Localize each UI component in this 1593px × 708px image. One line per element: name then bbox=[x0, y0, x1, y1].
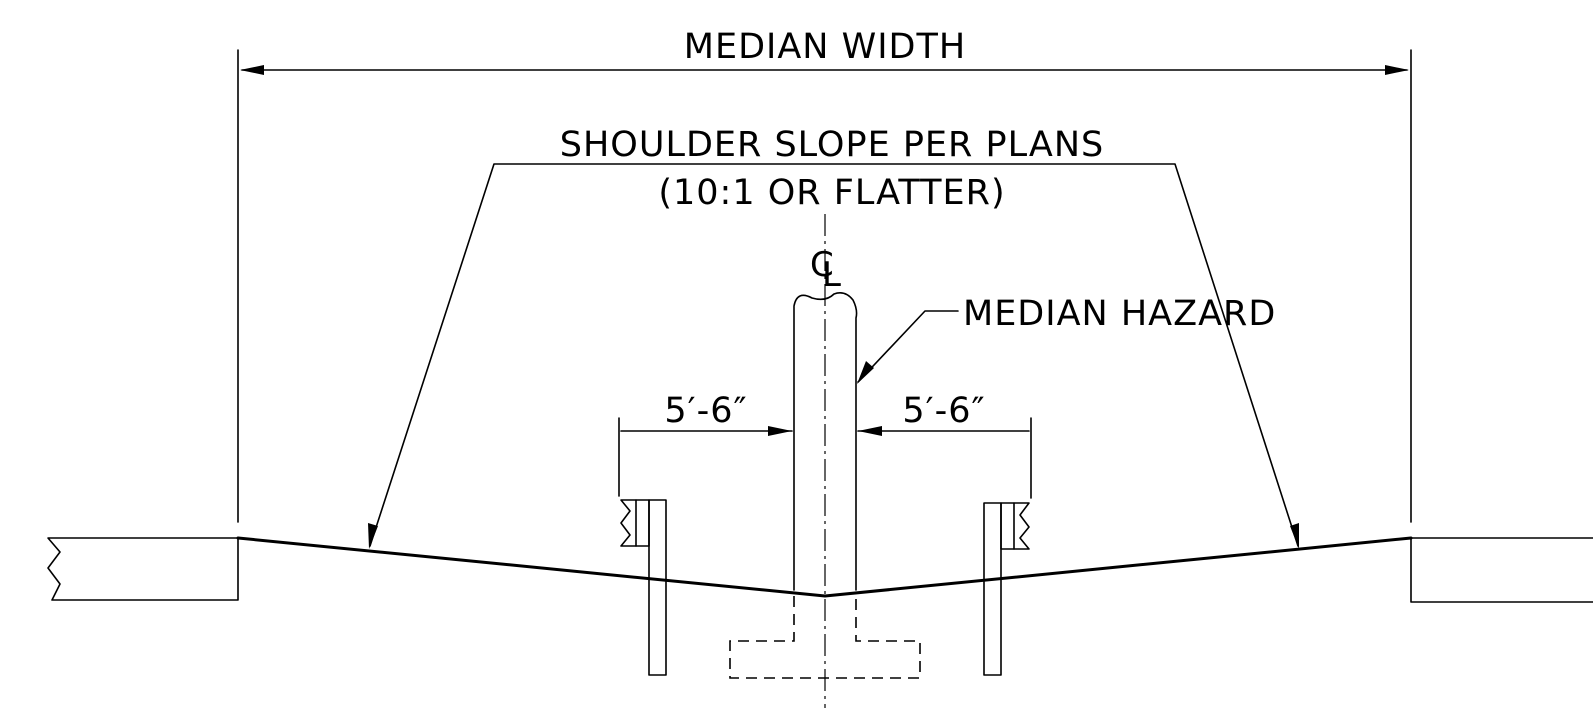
shoulder-slope-label-line2: (10:1 OR FLATTER) bbox=[658, 173, 1005, 213]
centerline-symbol-l: L bbox=[822, 255, 841, 295]
left-offset-label: 5′-6″ bbox=[664, 391, 747, 431]
right-offset-arrowhead bbox=[858, 426, 882, 436]
ground-profile bbox=[47, 536, 1593, 603]
shoulder-slope-label-line1: SHOULDER SLOPE PER PLANS bbox=[560, 125, 1105, 165]
median-width-left-arrowhead bbox=[240, 65, 264, 75]
left-guardrail-w-beam bbox=[620, 499, 637, 547]
right-offset-label: 5′-6″ bbox=[902, 391, 985, 431]
left-guardrail-blockout bbox=[635, 499, 650, 547]
median-hazard-callout: MEDIAN HAZARD bbox=[857, 294, 1276, 384]
left-offset-dimension: 5′-6″ bbox=[618, 391, 793, 497]
left-roadway-edge bbox=[47, 537, 239, 601]
centerline: C L bbox=[810, 214, 841, 708]
right-roadway-edge bbox=[1410, 537, 1593, 603]
right-offset-dimension: 5′-6″ bbox=[857, 391, 1032, 499]
right-guardrail-post bbox=[983, 502, 1002, 676]
median-ground-slope bbox=[236, 536, 1413, 598]
median-width-right-arrowhead bbox=[1385, 65, 1409, 75]
shoulder-slope-left-arrowhead bbox=[368, 523, 378, 549]
left-guardrail-post bbox=[648, 499, 667, 676]
shoulder-slope-callout: SHOULDER SLOPE PER PLANS (10:1 OR FLATTE… bbox=[368, 125, 1299, 549]
median-width-dimension: MEDIAN WIDTH bbox=[237, 27, 1412, 523]
shoulder-slope-right-arrowhead bbox=[1290, 523, 1299, 549]
median-hazard-column bbox=[793, 292, 858, 591]
median-hazard-leader-line bbox=[857, 310, 959, 383]
median-width-label: MEDIAN WIDTH bbox=[684, 27, 966, 67]
right-guardrail-w-beam bbox=[1013, 502, 1030, 550]
left-offset-arrowhead bbox=[768, 426, 792, 436]
median-hazard-arrowhead bbox=[857, 361, 874, 384]
shoulder-slope-leader-line bbox=[369, 163, 1299, 547]
centerline-symbol-c: C bbox=[810, 245, 834, 285]
right-guardrail-blockout bbox=[1000, 502, 1015, 550]
median-hazard-label: MEDIAN HAZARD bbox=[963, 294, 1276, 334]
right-guardrail bbox=[983, 502, 1030, 676]
left-guardrail bbox=[620, 499, 667, 676]
